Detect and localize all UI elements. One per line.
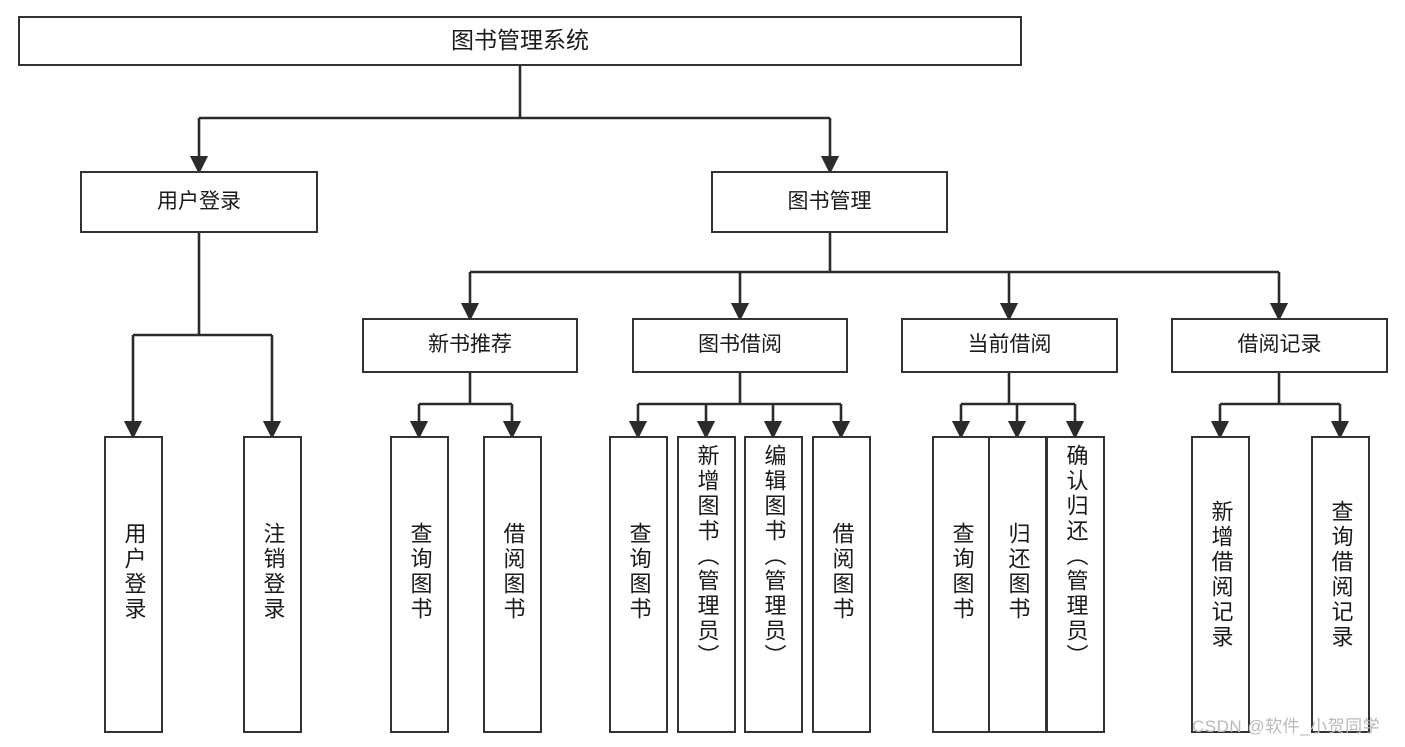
leaf-logout[interactable]: 注销登录: [243, 436, 302, 733]
leaf-add-book-admin[interactable]: 新增图书（管理员）: [677, 436, 736, 733]
leaf-confirm-return-admin[interactable]: 确认归还（管理员）: [1046, 436, 1105, 733]
node-label: 图书管理: [787, 189, 872, 213]
leaf-borrow-books-newrec[interactable]: 借阅图书: [483, 436, 542, 733]
node-book-management[interactable]: 图书管理: [711, 171, 948, 233]
node-label: 借阅图书: [500, 522, 526, 622]
node-root-system[interactable]: 图书管理系统: [18, 16, 1022, 66]
node-borrow-history[interactable]: 借阅记录: [1171, 318, 1388, 373]
node-label: 查询图书: [407, 522, 433, 622]
leaf-add-borrow-record[interactable]: 新增借阅记录: [1191, 436, 1250, 733]
node-label: 图书借阅: [698, 333, 782, 357]
watermark: CSDN @软件_小贺同学: [1192, 717, 1381, 736]
node-label: 当前借阅: [967, 333, 1052, 357]
node-label: 编辑图书（管理员）: [761, 444, 787, 669]
node-book-borrow[interactable]: 图书借阅: [632, 318, 848, 373]
leaf-user-login[interactable]: 用户登录: [104, 436, 163, 733]
leaf-edit-book-admin[interactable]: 编辑图书（管理员）: [744, 436, 803, 733]
node-label: 注销登录: [260, 522, 286, 622]
node-label: 图书管理系统: [451, 27, 589, 54]
node-new-book-recommend[interactable]: 新书推荐: [362, 318, 578, 373]
node-label: 借阅图书: [829, 522, 855, 622]
node-label: 确认归还（管理员）: [1063, 444, 1089, 669]
node-label: 新增借阅记录: [1208, 500, 1234, 650]
node-label: 查询图书: [626, 522, 652, 622]
node-label: 新书推荐: [428, 333, 512, 357]
node-current-borrow[interactable]: 当前借阅: [901, 318, 1118, 373]
leaf-query-books-borrow[interactable]: 查询图书: [609, 436, 668, 733]
leaf-return-books[interactable]: 归还图书: [988, 436, 1047, 733]
node-label: 用户登录: [157, 189, 241, 213]
leaf-query-borrow-record[interactable]: 查询借阅记录: [1311, 436, 1370, 733]
leaf-query-books-newrec[interactable]: 查询图书: [390, 436, 449, 733]
leaf-query-books-current[interactable]: 查询图书: [932, 436, 991, 733]
node-label: 查询借阅记录: [1328, 500, 1354, 650]
leaf-borrow-books[interactable]: 借阅图书: [812, 436, 871, 733]
node-label: 借阅记录: [1237, 333, 1322, 357]
node-label: 归还图书: [1005, 522, 1031, 622]
node-label: 用户登录: [121, 522, 147, 622]
node-user-login[interactable]: 用户登录: [80, 171, 318, 233]
node-label: 查询图书: [949, 522, 975, 622]
node-label: 新增图书（管理员）: [694, 444, 720, 669]
